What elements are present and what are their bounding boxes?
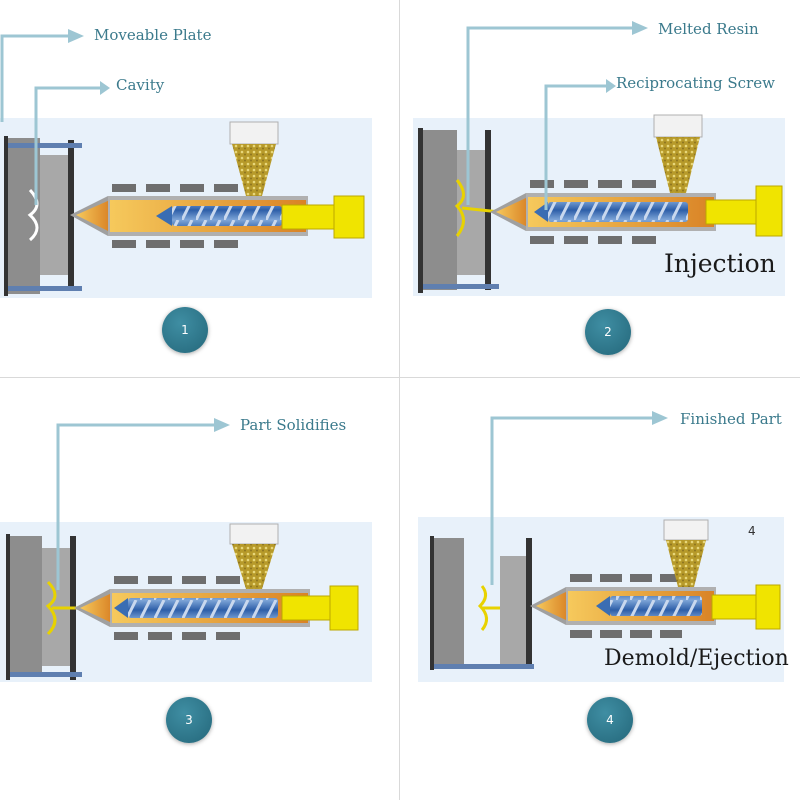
panel-1-callout-lines [0, 34, 100, 205]
panel-3-callout-lines [56, 423, 214, 590]
step-badge-2: 2 [585, 309, 631, 355]
arrow-right-icon [100, 81, 110, 95]
arrow-right-icon [606, 79, 616, 93]
callout-part-solidifies: Part Solidifies [240, 416, 347, 434]
arrow-right-icon [214, 418, 230, 432]
step-badge-1: 1 [162, 307, 208, 353]
horizontal-divider [0, 377, 800, 378]
corner-number: 4 [748, 524, 756, 538]
arrow-right-icon [632, 21, 648, 35]
panel-1-machine [0, 118, 372, 298]
step-badge-3: 3 [166, 697, 212, 743]
callout-moveable-plate: Moveable Plate [94, 26, 212, 44]
callout-reciprocating-screw: Reciprocating Screw [616, 74, 775, 92]
panel-4-machine [418, 517, 784, 682]
callout-cavity: Cavity [116, 76, 165, 94]
arrow-right-icon [652, 411, 668, 425]
arrow-right-icon [68, 29, 84, 43]
panel-4-callout-lines [490, 416, 652, 585]
vertical-divider [399, 0, 400, 800]
step-badge-4: 4 [587, 697, 633, 743]
callout-finished-part: Finished Part [680, 410, 782, 428]
panel-2-machine [413, 114, 785, 296]
stage-label-demold-ejection: Demold/Ejection [604, 646, 789, 671]
panel-3-machine [0, 522, 372, 682]
callout-melted-resin: Melted Resin [658, 20, 759, 38]
panel-2-callout-lines [466, 26, 632, 210]
stage-label-injection: Injection [664, 249, 776, 278]
